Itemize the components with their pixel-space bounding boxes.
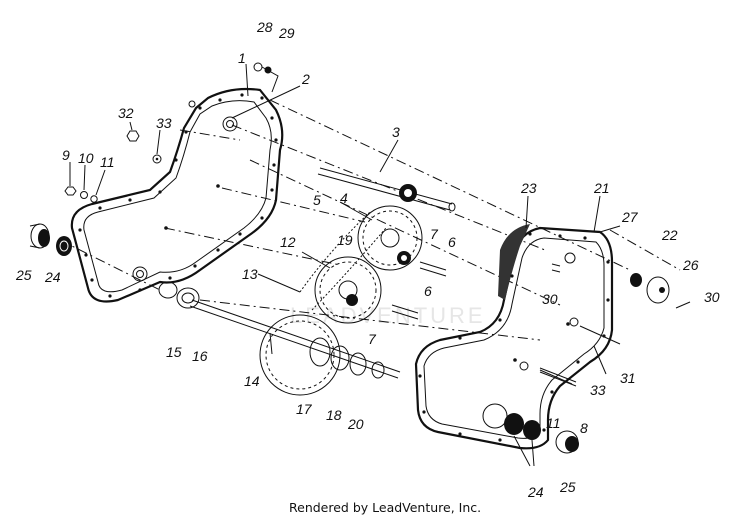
label-15: 15 <box>166 344 182 360</box>
left-hardware <box>64 62 279 203</box>
label-30b: 30 <box>542 291 558 307</box>
label-3: 3 <box>392 124 400 140</box>
label-18: 18 <box>326 407 342 423</box>
label-25: 25 <box>15 267 32 283</box>
label-23: 23 <box>520 180 537 196</box>
label-12: 12 <box>280 234 296 250</box>
label-10: 10 <box>78 150 94 166</box>
label-33: 33 <box>156 115 172 131</box>
label-13: 13 <box>242 266 258 282</box>
label-22: 22 <box>661 227 678 243</box>
label-5: 5 <box>313 192 321 208</box>
leader-lines <box>69 63 607 467</box>
label-8: 8 <box>580 420 588 436</box>
left-bearings <box>29 223 200 309</box>
label-2: 2 <box>301 71 310 87</box>
left-chain-case-cover <box>70 87 284 303</box>
label-33b: 33 <box>590 382 606 398</box>
right-bearings <box>482 403 579 454</box>
label-6b: 6 <box>424 283 432 299</box>
label-30a: 30 <box>704 289 720 305</box>
upper-sprocket <box>357 205 423 271</box>
lower-shaft <box>189 299 401 396</box>
label-1: 1 <box>238 50 246 66</box>
label-16: 16 <box>192 348 208 364</box>
label-7: 7 <box>430 226 439 242</box>
label-32: 32 <box>118 105 134 121</box>
label-21: 21 <box>593 180 610 196</box>
upper-shaft <box>317 167 456 212</box>
watermark: LEADVENTURE <box>290 303 486 328</box>
label-24: 24 <box>44 269 61 285</box>
label-19: 19 <box>337 232 353 248</box>
chain <box>299 211 387 311</box>
label-27: 27 <box>621 209 639 225</box>
pins <box>391 261 447 320</box>
label-28: 28 <box>256 19 273 35</box>
label-11b: 11 <box>546 415 561 431</box>
middle-sprocket <box>314 256 382 324</box>
label-31: 31 <box>620 370 636 386</box>
part-labels: 28 29 1 2 32 33 9 10 11 3 4 5 19 7 6 12 … <box>15 19 720 500</box>
label-11: 11 <box>100 154 115 170</box>
label-26: 26 <box>682 257 699 273</box>
label-9: 9 <box>62 147 70 163</box>
label-7b: 7 <box>368 331 377 347</box>
label-24b: 24 <box>527 484 544 500</box>
label-20: 20 <box>347 416 364 432</box>
footer-credit: Rendered by LeadVenture, Inc. <box>289 500 481 515</box>
label-29: 29 <box>278 25 295 41</box>
right-hardware <box>539 225 691 387</box>
label-4: 4 <box>340 190 348 206</box>
label-17: 17 <box>296 401 313 417</box>
label-25b: 25 <box>559 479 576 495</box>
label-6: 6 <box>448 234 456 250</box>
label-14: 14 <box>244 373 260 389</box>
